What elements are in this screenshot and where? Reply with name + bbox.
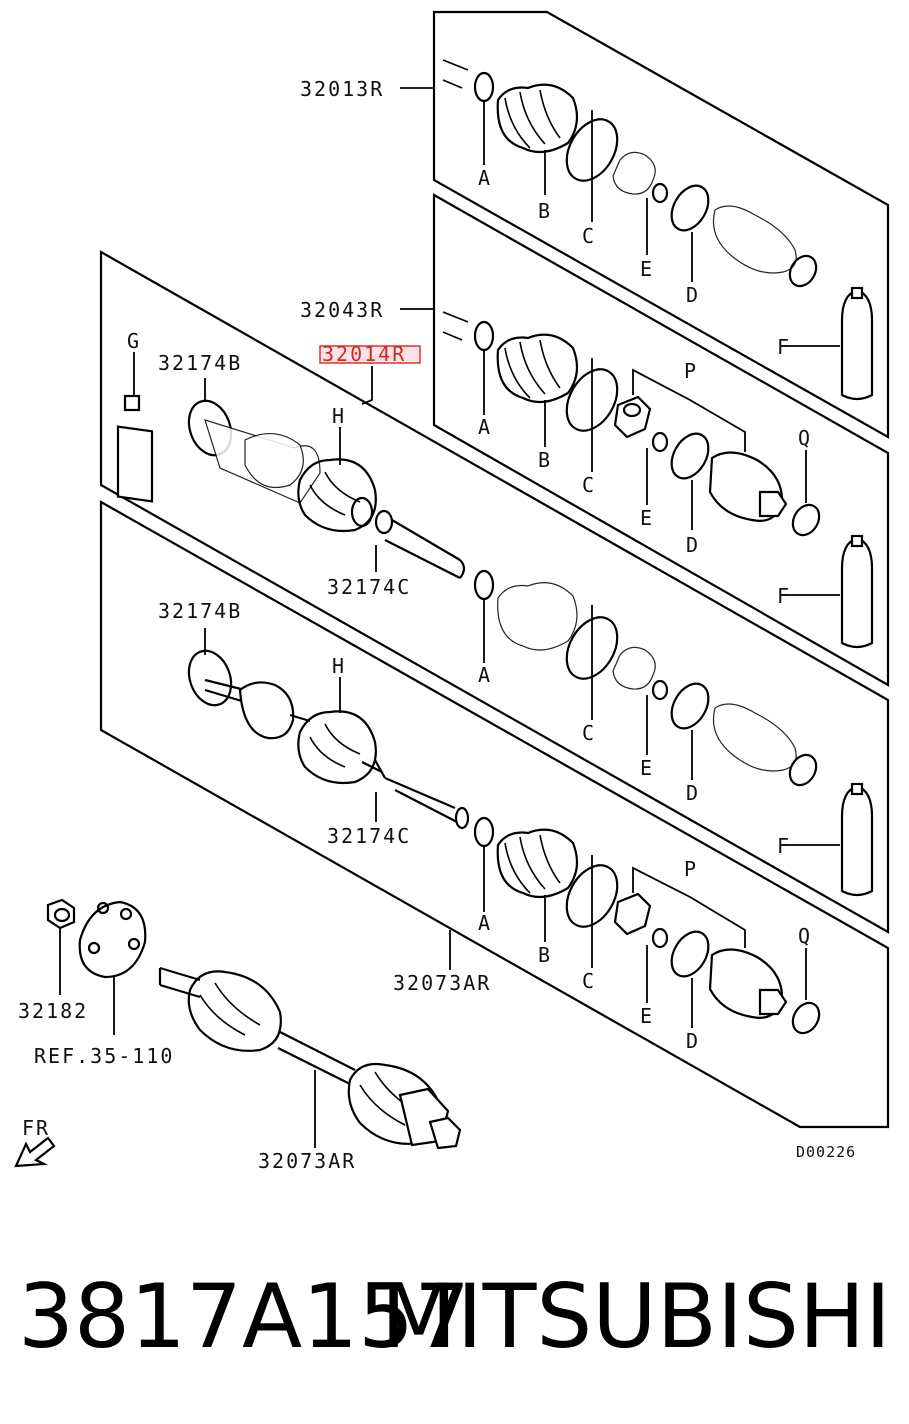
label-r2-a: A <box>478 415 492 439</box>
panel-kit-32073ar <box>99 500 890 1129</box>
label-r4-d: D <box>686 1029 700 1053</box>
panel-kit-32013r <box>432 10 890 439</box>
label-r2-c: C <box>582 473 596 497</box>
label-32174c-upper: 32174C <box>327 575 411 599</box>
label-r2-d: D <box>686 533 700 557</box>
label-r1-b: B <box>538 199 552 223</box>
label-r1-c: C <box>582 224 596 248</box>
front-direction-arrow <box>14 1136 56 1168</box>
label-r4-a: A <box>478 911 492 935</box>
label-32174c-lower: 32174C <box>327 824 411 848</box>
part-number: 3817A157 <box>18 1265 471 1368</box>
brand-name: MITSUBISHI <box>380 1265 891 1368</box>
label-r4-b: B <box>538 943 552 967</box>
row2-parts <box>442 311 821 537</box>
label-r1-d: D <box>686 283 700 307</box>
label-h-lower: H <box>332 654 346 678</box>
label-h-upper: H <box>332 404 346 428</box>
label-r4-e: E <box>640 1004 654 1028</box>
label-kit-32014r[interactable]: 32014R <box>322 342 406 366</box>
label-r1-a: A <box>478 166 492 190</box>
label-32174b-lower: 32174B <box>158 599 242 623</box>
label-f1: F <box>777 335 791 359</box>
label-32073ar-shaft: 32073AR <box>258 1149 356 1173</box>
label-32174b-upper: 32174B <box>158 351 242 375</box>
label-r2-b: B <box>538 448 552 472</box>
label-r3-e: E <box>640 756 654 780</box>
row1-parts <box>442 59 818 288</box>
label-32182: 32182 <box>18 999 88 1023</box>
row3-parts <box>116 352 818 787</box>
label-32073ar-panel: 32073AR <box>393 971 491 995</box>
highlighted-part-32014r[interactable]: 32014R <box>319 342 421 366</box>
row4-parts <box>187 628 821 1035</box>
label-ref-35-110: REF.35-110 <box>34 1044 174 1068</box>
kit-leaders <box>400 87 451 970</box>
label-g: G <box>127 329 141 353</box>
label-fr: FR <box>22 1116 50 1140</box>
label-r3-d: D <box>686 781 700 805</box>
label-p-upper: P <box>684 359 698 383</box>
label-p-lower: P <box>684 857 698 881</box>
label-q-lower: Q <box>798 924 812 948</box>
label-f3: F <box>777 834 791 858</box>
label-f2: F <box>777 584 791 608</box>
label-kit-32043r: 32043R <box>300 298 384 322</box>
exploded-parts-diagram: 32013R 32043R 32014R 32174B 32174C 32174… <box>14 10 890 1173</box>
highlight-box <box>319 345 421 364</box>
label-r3-c: C <box>582 721 596 745</box>
label-r3-a: A <box>478 663 492 687</box>
grease-bottles <box>780 286 874 897</box>
lower-assembly <box>46 898 462 1150</box>
label-r1-e: E <box>640 257 654 281</box>
label-r2-e: E <box>640 506 654 530</box>
panel-kit-32043r <box>432 193 890 687</box>
panel-kit-32014r <box>99 250 890 934</box>
drawing-code: D00226 <box>796 1143 856 1161</box>
label-kit-32013r: 32013R <box>300 77 384 101</box>
label-q-upper: Q <box>798 426 812 450</box>
label-r4-c: C <box>582 969 596 993</box>
product-footer: 3817A157 MITSUBISHI <box>0 1262 909 1372</box>
